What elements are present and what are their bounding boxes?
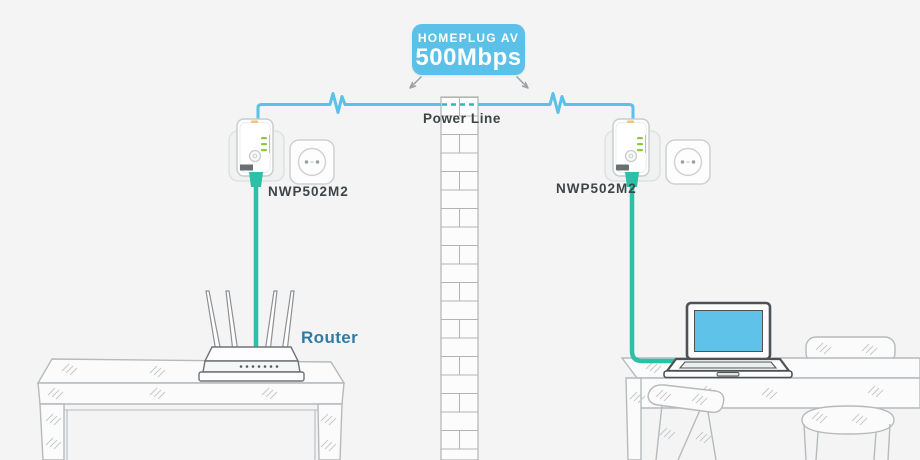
cable-plug <box>249 172 263 187</box>
power-line-label: Power Line <box>423 111 502 126</box>
speed-bubble: HOMEPLUG AV 500Mbps <box>412 24 525 75</box>
power-line <box>256 92 635 121</box>
adapter-status-leds <box>261 137 267 152</box>
adapter-label-sticker <box>240 164 253 171</box>
brick-wall-icon <box>440 96 479 460</box>
adapter-pair-button <box>248 149 262 163</box>
left-adapter-label: NWP502M2 <box>268 184 349 199</box>
powerline-adapter-right <box>604 118 711 187</box>
router-label: Router <box>301 328 359 347</box>
cable-plug <box>625 172 639 187</box>
adapter-power-led <box>627 120 634 123</box>
bubble-speed: 500Mbps <box>415 44 522 71</box>
wall-outlet-icon-left <box>289 139 335 185</box>
adapter-power-led <box>251 120 258 123</box>
laptop-icon <box>663 301 793 379</box>
right-adapter-label: NWP502M2 <box>556 181 637 196</box>
router-icon <box>198 290 305 382</box>
adapter-label-sticker <box>616 164 629 171</box>
bubble-title: HOMEPLUG AV <box>417 31 520 45</box>
adapter-status-leds <box>637 137 643 152</box>
chair-sketch-front <box>647 384 725 460</box>
pointer-arrow-icons <box>409 76 529 89</box>
wall-outlet-icon-right <box>665 139 711 185</box>
chair-sketch-seat <box>801 405 895 460</box>
adapter-pair-button <box>624 149 638 163</box>
ethernet-cable-right <box>629 177 681 364</box>
powerline-adapter-left <box>228 118 335 187</box>
laptop-screen <box>694 310 763 352</box>
router-led-row <box>239 365 279 368</box>
signal-pulse-icon <box>256 92 441 121</box>
signal-pulse-icon-2 <box>478 92 635 121</box>
